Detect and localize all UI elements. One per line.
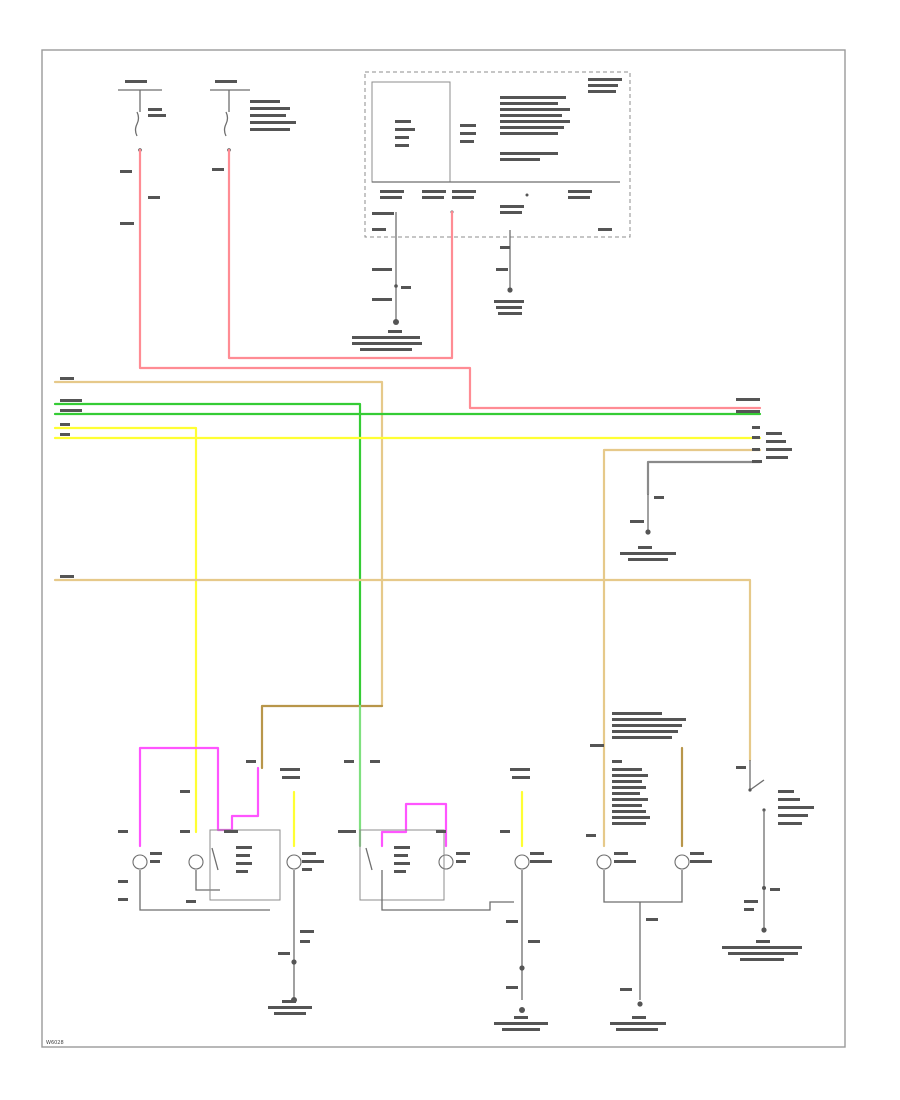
ground-symbol-left	[291, 997, 297, 1003]
fuse-block-left	[118, 80, 166, 225]
diagram-frame	[41, 49, 846, 1048]
cluster-ground-left	[352, 212, 422, 351]
gray-wire-right	[646, 460, 762, 496]
instrument-cluster	[364, 71, 631, 238]
tan-wire-right	[602, 448, 762, 708]
footer-code: W6028	[46, 1040, 64, 1046]
fuse-block-right	[210, 80, 296, 171]
magenta-wire-left	[138, 746, 260, 848]
green-wire-1	[53, 402, 362, 708]
ground-middle-lamp	[494, 870, 548, 1031]
tan-wire-top	[53, 380, 384, 708]
left-edge-labels	[60, 377, 82, 578]
ground-left-lamp	[268, 870, 314, 1015]
magenta-wire-right	[380, 802, 448, 848]
lamp-group-right	[586, 712, 712, 1031]
lamp-group-left	[118, 760, 324, 911]
lamp-group-middle	[338, 760, 552, 911]
yellow-wire-1	[53, 426, 198, 834]
right-edge-labels	[736, 398, 792, 463]
right-ground-upper	[620, 494, 676, 561]
ground-symbol-middle	[519, 1007, 525, 1013]
switch-far-right	[722, 760, 814, 961]
cluster-ground-right	[494, 230, 524, 315]
brown-wire	[260, 704, 384, 770]
tan-wire-middle	[53, 578, 752, 762]
red-wire-right	[227, 148, 454, 360]
red-wire-left	[138, 148, 762, 410]
